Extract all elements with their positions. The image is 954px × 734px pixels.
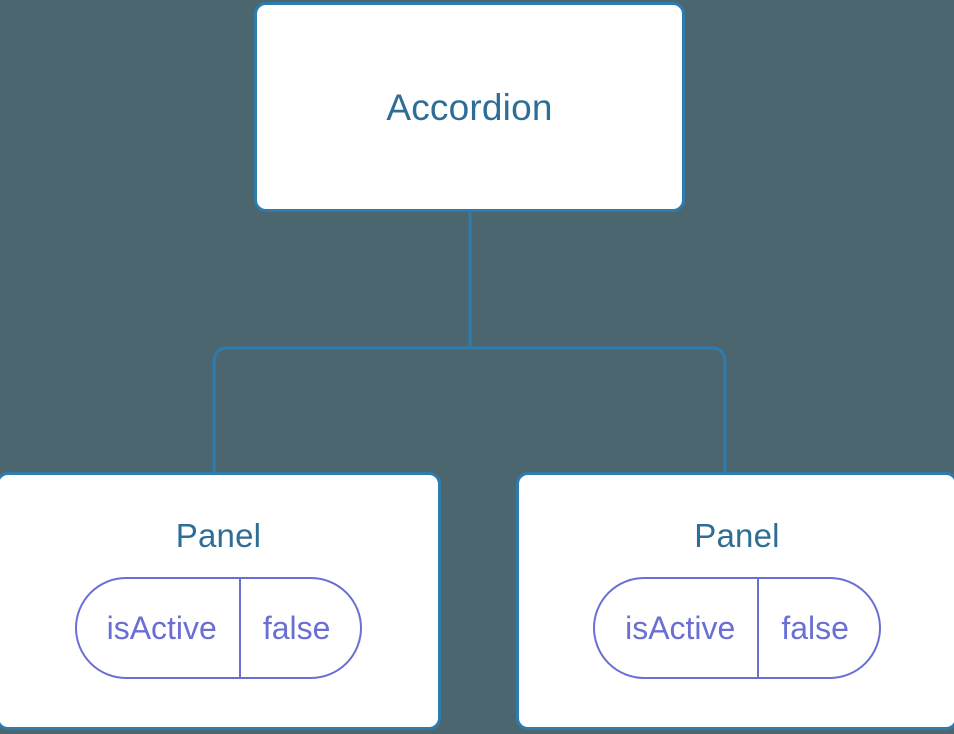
connector-branch-bus	[212, 346, 727, 472]
node-panel-1[interactable]: Panel isActive false	[516, 472, 954, 730]
state-pill-panel-1[interactable]: isActive false	[593, 577, 881, 679]
node-accordion-title: Accordion	[386, 86, 553, 128]
state-value-label: false	[757, 579, 879, 677]
state-pill-panel-0[interactable]: isActive false	[74, 577, 363, 679]
node-panel-1-title: Panel	[694, 517, 780, 554]
state-key-label: isActive	[625, 610, 736, 646]
node-panel-0[interactable]: Panel isActive false	[0, 472, 441, 730]
state-key-label: isActive	[106, 610, 217, 646]
state-value-label: false	[238, 579, 361, 677]
node-panel-0-title: Panel	[175, 517, 262, 554]
node-accordion[interactable]: Accordion	[254, 2, 685, 212]
